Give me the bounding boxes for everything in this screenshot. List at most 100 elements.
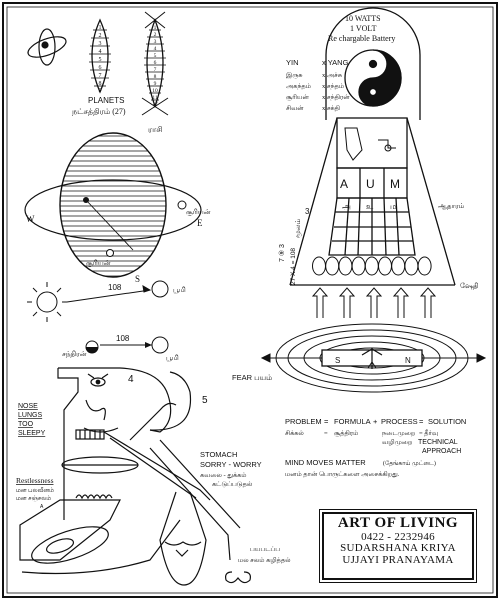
process-word: PROCESS — [381, 417, 418, 426]
aum-letter: U — [366, 177, 375, 191]
atom-icon — [27, 28, 67, 66]
figure-num-5: 5 — [202, 395, 208, 406]
battery-desc: Re chargable Battery — [328, 34, 395, 43]
logo-title: ART OF LIVING — [337, 515, 459, 531]
rasi-ladder: 1 2 3 4 5 6 7 8 9 10 11 12 — [141, 11, 169, 116]
sun-label-bottom: சூரியன் — [86, 259, 111, 267]
rasi-num: 10 — [152, 88, 158, 94]
east-label: E — [197, 218, 203, 228]
earth-label-1: பூமி — [173, 286, 186, 294]
earth-icon — [151, 280, 169, 298]
aum-tamil: ம — [390, 202, 396, 211]
eq-2: = — [419, 417, 424, 426]
up-arrow-icon — [419, 287, 437, 318]
magnet-field — [260, 323, 487, 393]
bead — [364, 256, 379, 276]
plus-sign: + — [373, 417, 378, 426]
sorry-worry-label: SORRY - WORRY — [200, 460, 262, 469]
yin-row-left: சிவன் — [286, 105, 304, 112]
method-tamil: வழிமுறை — [382, 439, 413, 446]
magnet-south: S — [335, 356, 340, 365]
excrete-tamil-1: பயபடப்ப — [250, 546, 280, 553]
yin-label: YIN — [286, 58, 299, 67]
stomach-tamil-1: கவலை - துக்கம் — [200, 472, 247, 479]
south-label: S — [135, 274, 140, 284]
eq-1: = — [324, 417, 329, 426]
rasi-num: 4 — [154, 46, 157, 52]
rasi-num: 8 — [154, 74, 157, 80]
ladder-num: 8 — [99, 81, 102, 87]
nose-label: NOSE — [18, 403, 38, 410]
rasi-num: 9 — [154, 81, 157, 87]
tower-calc-1: 7 ⑨ 3 — [279, 244, 286, 262]
yin-row-right: x அச்சு — [322, 72, 343, 79]
fear-label: FEAR பயம் — [232, 373, 272, 382]
up-arrow-icon — [392, 287, 410, 318]
bead — [312, 256, 326, 276]
battery-volt: 1 VOLT — [350, 24, 377, 33]
ladder-num: 5 — [99, 57, 102, 63]
restless-label: Restlessness — [16, 476, 54, 485]
yin-row-right: x சக்தி — [322, 105, 341, 112]
bead — [338, 256, 353, 276]
nakshatra-ladder: 1 2 3 4 5 6 7 8 9 — [89, 18, 111, 94]
stomach-label: STOMACH — [200, 450, 237, 459]
bead-row — [312, 256, 432, 276]
aum-letter: M — [390, 177, 400, 191]
tower-calc-2: 27 X 4 = 108 — [290, 248, 297, 285]
lungs-label: LUNGS — [18, 412, 42, 419]
yin-row-left: அகந்தம் — [286, 83, 312, 90]
rasi-num: 3 — [154, 39, 157, 45]
bead — [391, 256, 406, 276]
up-arrow-icon — [338, 287, 356, 318]
sun-earth-distance: 108 — [108, 283, 122, 292]
celestial-sphere: /* placeholder */ — [24, 132, 202, 278]
bead — [378, 256, 392, 276]
ladder-num: 9 — [99, 88, 102, 94]
tower-right-bottom: ஷேதி — [460, 282, 479, 290]
tower-left-num: 3 — [305, 207, 310, 216]
restless-tamil-1: மன பலவீனம் — [16, 487, 54, 494]
west-label: W — [26, 214, 35, 224]
aum-tamil: உ — [366, 202, 374, 211]
ladder-num: 7 — [99, 73, 102, 79]
mind-paren-tamil: (தேங்காய் முட்டை) — [383, 460, 436, 467]
eq-tamil: = — [324, 430, 328, 437]
aum-letter: A — [340, 177, 348, 191]
solution-word: SOLUTION — [428, 417, 466, 426]
restless-tamil-2: மன சஞ்சலம் — [16, 496, 51, 502]
magnet-north: N — [405, 356, 411, 365]
yin-yang-tower — [289, 7, 456, 286]
aum-tamil: அ — [342, 202, 351, 211]
moon-label: சந்திரன் — [62, 350, 87, 358]
formula-word: FORMULA — [334, 417, 371, 426]
rasi-num: 2 — [154, 32, 157, 38]
moon-icon — [85, 340, 152, 354]
earth-icon — [151, 336, 169, 354]
rasi-label: ராசி — [148, 125, 163, 134]
process-tamil: நடைமுறை — [382, 430, 416, 437]
ladder-num: 4 — [99, 49, 102, 55]
up-arrow-icon — [365, 287, 383, 318]
planets-label: PLANETS — [88, 96, 124, 105]
excrete-tamil-2: மல சலம் கழித்தல் — [238, 557, 291, 564]
problem-word: PROBLEM — [285, 417, 322, 426]
rasi-num: 5 — [154, 53, 157, 59]
battery-watts: 10 WATTS — [345, 14, 381, 23]
rasi-num: 12 — [152, 101, 158, 107]
ladder-num: 2 — [99, 33, 102, 39]
art-of-living-box: ART OF LIVING 0422 - 2232946 SUDARSHANA … — [319, 509, 477, 583]
formula-tamil: சூத்திரம் — [334, 430, 359, 437]
yin-row-right: x சந்திரன் — [322, 94, 350, 101]
too-label: TOO — [18, 421, 34, 428]
yin-row-left: இருசு — [286, 71, 303, 79]
sleepy-label: SLEEPY — [18, 430, 46, 437]
rasi-num: 1 — [154, 25, 157, 31]
problem-tamil: சிக்கல் — [285, 430, 304, 437]
ladder-num: 3 — [99, 41, 102, 47]
rasi-num: 7 — [154, 67, 157, 73]
stomach-tamil-2: கட்டுப்படுதல் — [212, 481, 253, 488]
yin-row-left: சூரியன் — [286, 94, 309, 101]
